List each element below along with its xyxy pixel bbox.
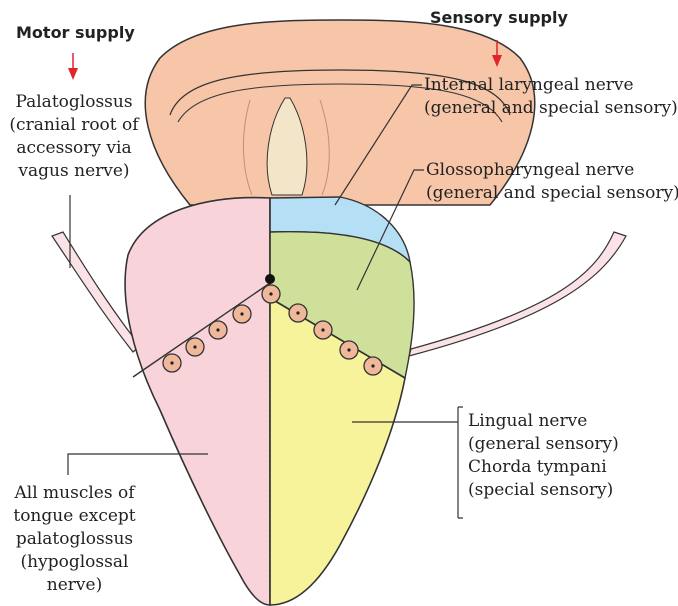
palatoglossus-line: accessory via — [4, 137, 144, 160]
internal-laryngeal-line: Internal laryngeal nerve — [424, 74, 678, 97]
motor-supply-heading: Motor supply — [16, 23, 135, 42]
hypoglossal-line: nerve) — [2, 574, 147, 597]
glossopharyngeal-line: (general and special sensory) — [426, 182, 678, 205]
lingual-line: (special sensory) — [468, 479, 619, 502]
palatoglossus-line: Palatoglossus — [4, 91, 144, 114]
hypoglossal-line: palatoglossus — [2, 528, 147, 551]
sensory-supply-heading: Sensory supply — [430, 8, 568, 27]
glossopharyngeal-label: Glossopharyngeal nerve (general and spec… — [426, 159, 678, 205]
palatoglossus-line: (cranial root of — [4, 114, 144, 137]
right-palatoglossal-arch — [409, 232, 626, 356]
lingual-line: Lingual nerve — [468, 410, 619, 433]
hypoglossal-line: tongue except — [2, 505, 147, 528]
foramen-caecum — [265, 274, 275, 284]
internal-laryngeal-label: Internal laryngeal nerve (general and sp… — [424, 74, 678, 120]
hypoglossal-line: (hypoglossal — [2, 551, 147, 574]
hypoglossal-label: All muscles of tongue except palatogloss… — [2, 482, 147, 597]
palatoglossus-label: Palatoglossus (cranial root of accessory… — [4, 91, 144, 183]
glossopharyngeal-line: Glossopharyngeal nerve — [426, 159, 678, 182]
lingual-label: Lingual nerve (general sensory) Chorda t… — [468, 410, 619, 502]
lingual-line: Chorda tympani — [468, 456, 619, 479]
hypoglossal-line: All muscles of — [2, 482, 147, 505]
palatoglossus-line: vagus nerve) — [4, 160, 144, 183]
internal-laryngeal-line: (general and special sensory) — [424, 97, 678, 120]
lingual-line: (general sensory) — [468, 433, 619, 456]
